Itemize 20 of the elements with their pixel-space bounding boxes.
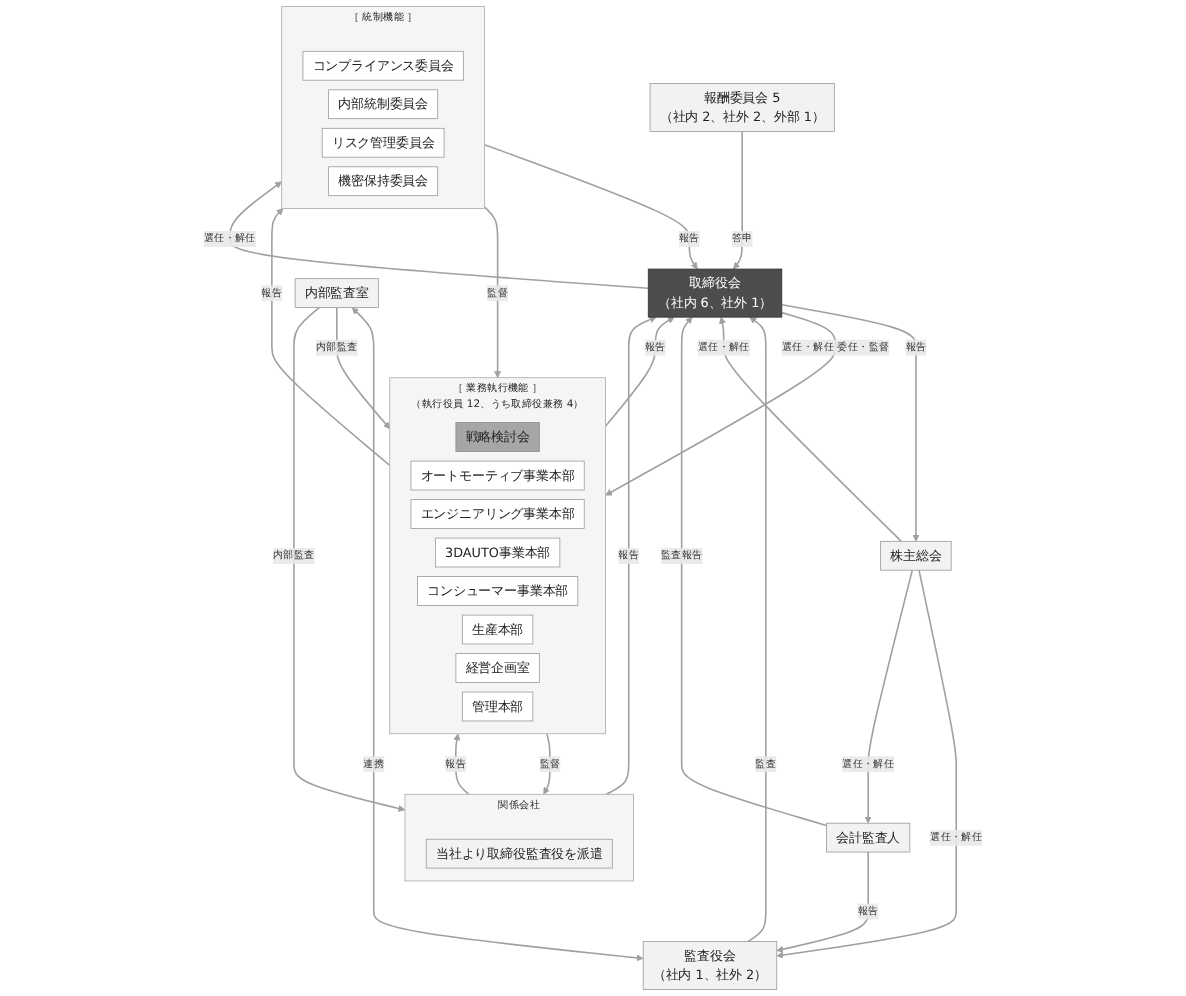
arrow [605, 311, 837, 496]
arrow [351, 307, 644, 962]
arrow [781, 304, 920, 542]
arrow [776, 851, 869, 953]
arrow [680, 316, 828, 827]
arrow [271, 208, 391, 467]
arrow [747, 316, 767, 943]
arrow [228, 181, 650, 290]
arrow [733, 130, 743, 270]
arrow [293, 306, 406, 812]
arrow [864, 569, 914, 824]
arrow [776, 569, 958, 959]
arrow [543, 732, 551, 795]
arrow [336, 306, 391, 430]
arrow [453, 733, 470, 796]
arrow [483, 206, 502, 379]
arrow [605, 316, 657, 796]
arrow [483, 143, 698, 270]
arrow [604, 316, 675, 427]
arrow [719, 316, 903, 543]
